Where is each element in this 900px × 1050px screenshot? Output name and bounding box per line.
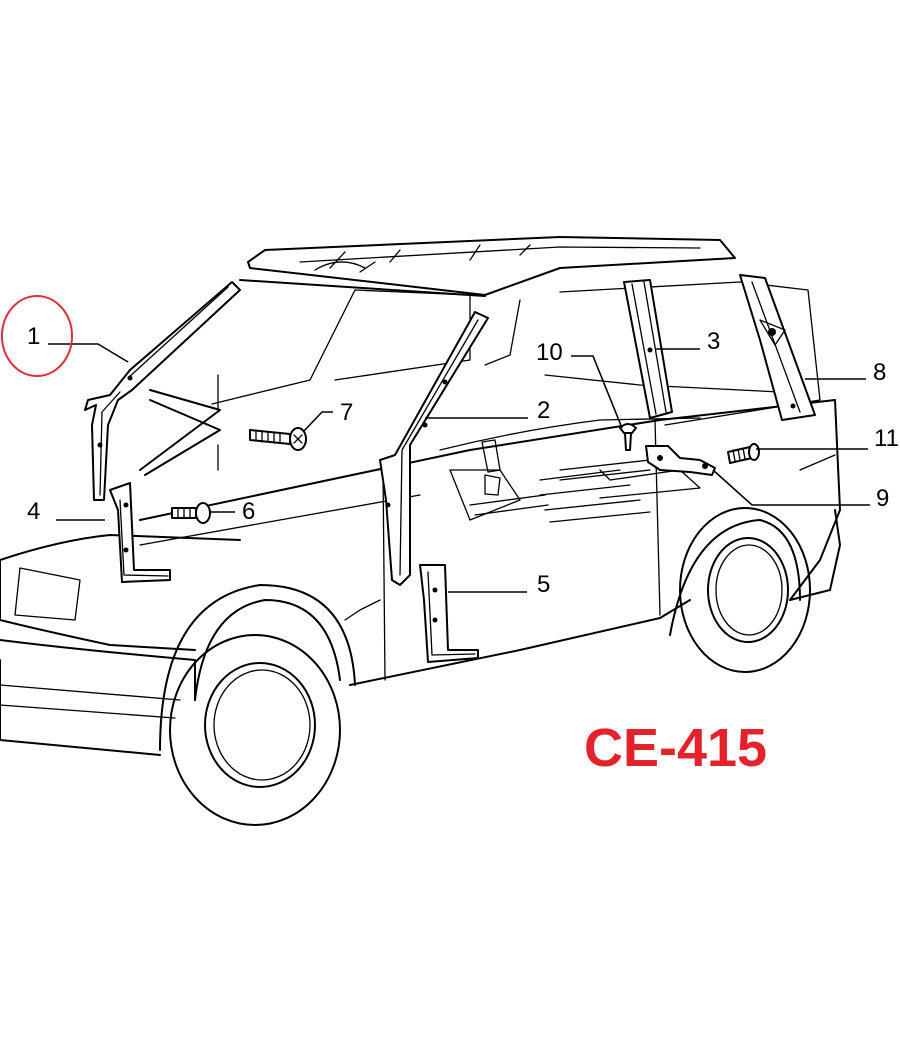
part-6-screw [171,502,211,524]
vehicle-outline [0,236,841,826]
part-11-screw [727,443,760,464]
part-5-lower-b-pillar-trim [419,564,479,663]
highlight-circle [1,295,73,377]
part-7-screw [249,427,307,451]
part-4-lower-trim [109,482,171,583]
leader-lines [48,343,870,593]
part-1-a-pillar-trim [84,281,241,501]
callout-10: 10 [536,339,563,366]
part-code-label: CE-415 [584,718,767,778]
part-2-b-pillar-trim [379,311,489,586]
part-8-d-pillar-trim [739,274,816,421]
callout-1: 1 [27,323,40,350]
explode-guide [139,374,221,476]
callout-9: 9 [876,485,889,512]
callout-7: 7 [340,399,353,426]
callout-8: 8 [873,359,886,386]
callout-4: 4 [27,498,40,525]
callout-2: 2 [537,397,550,424]
callout-3: 3 [707,328,720,355]
callout-11: 11 [874,425,899,452]
part-3-c-pillar-trim [623,279,673,419]
callout-5: 5 [537,571,550,598]
part-10-push-clip [619,423,637,451]
callout-6: 6 [242,498,255,525]
